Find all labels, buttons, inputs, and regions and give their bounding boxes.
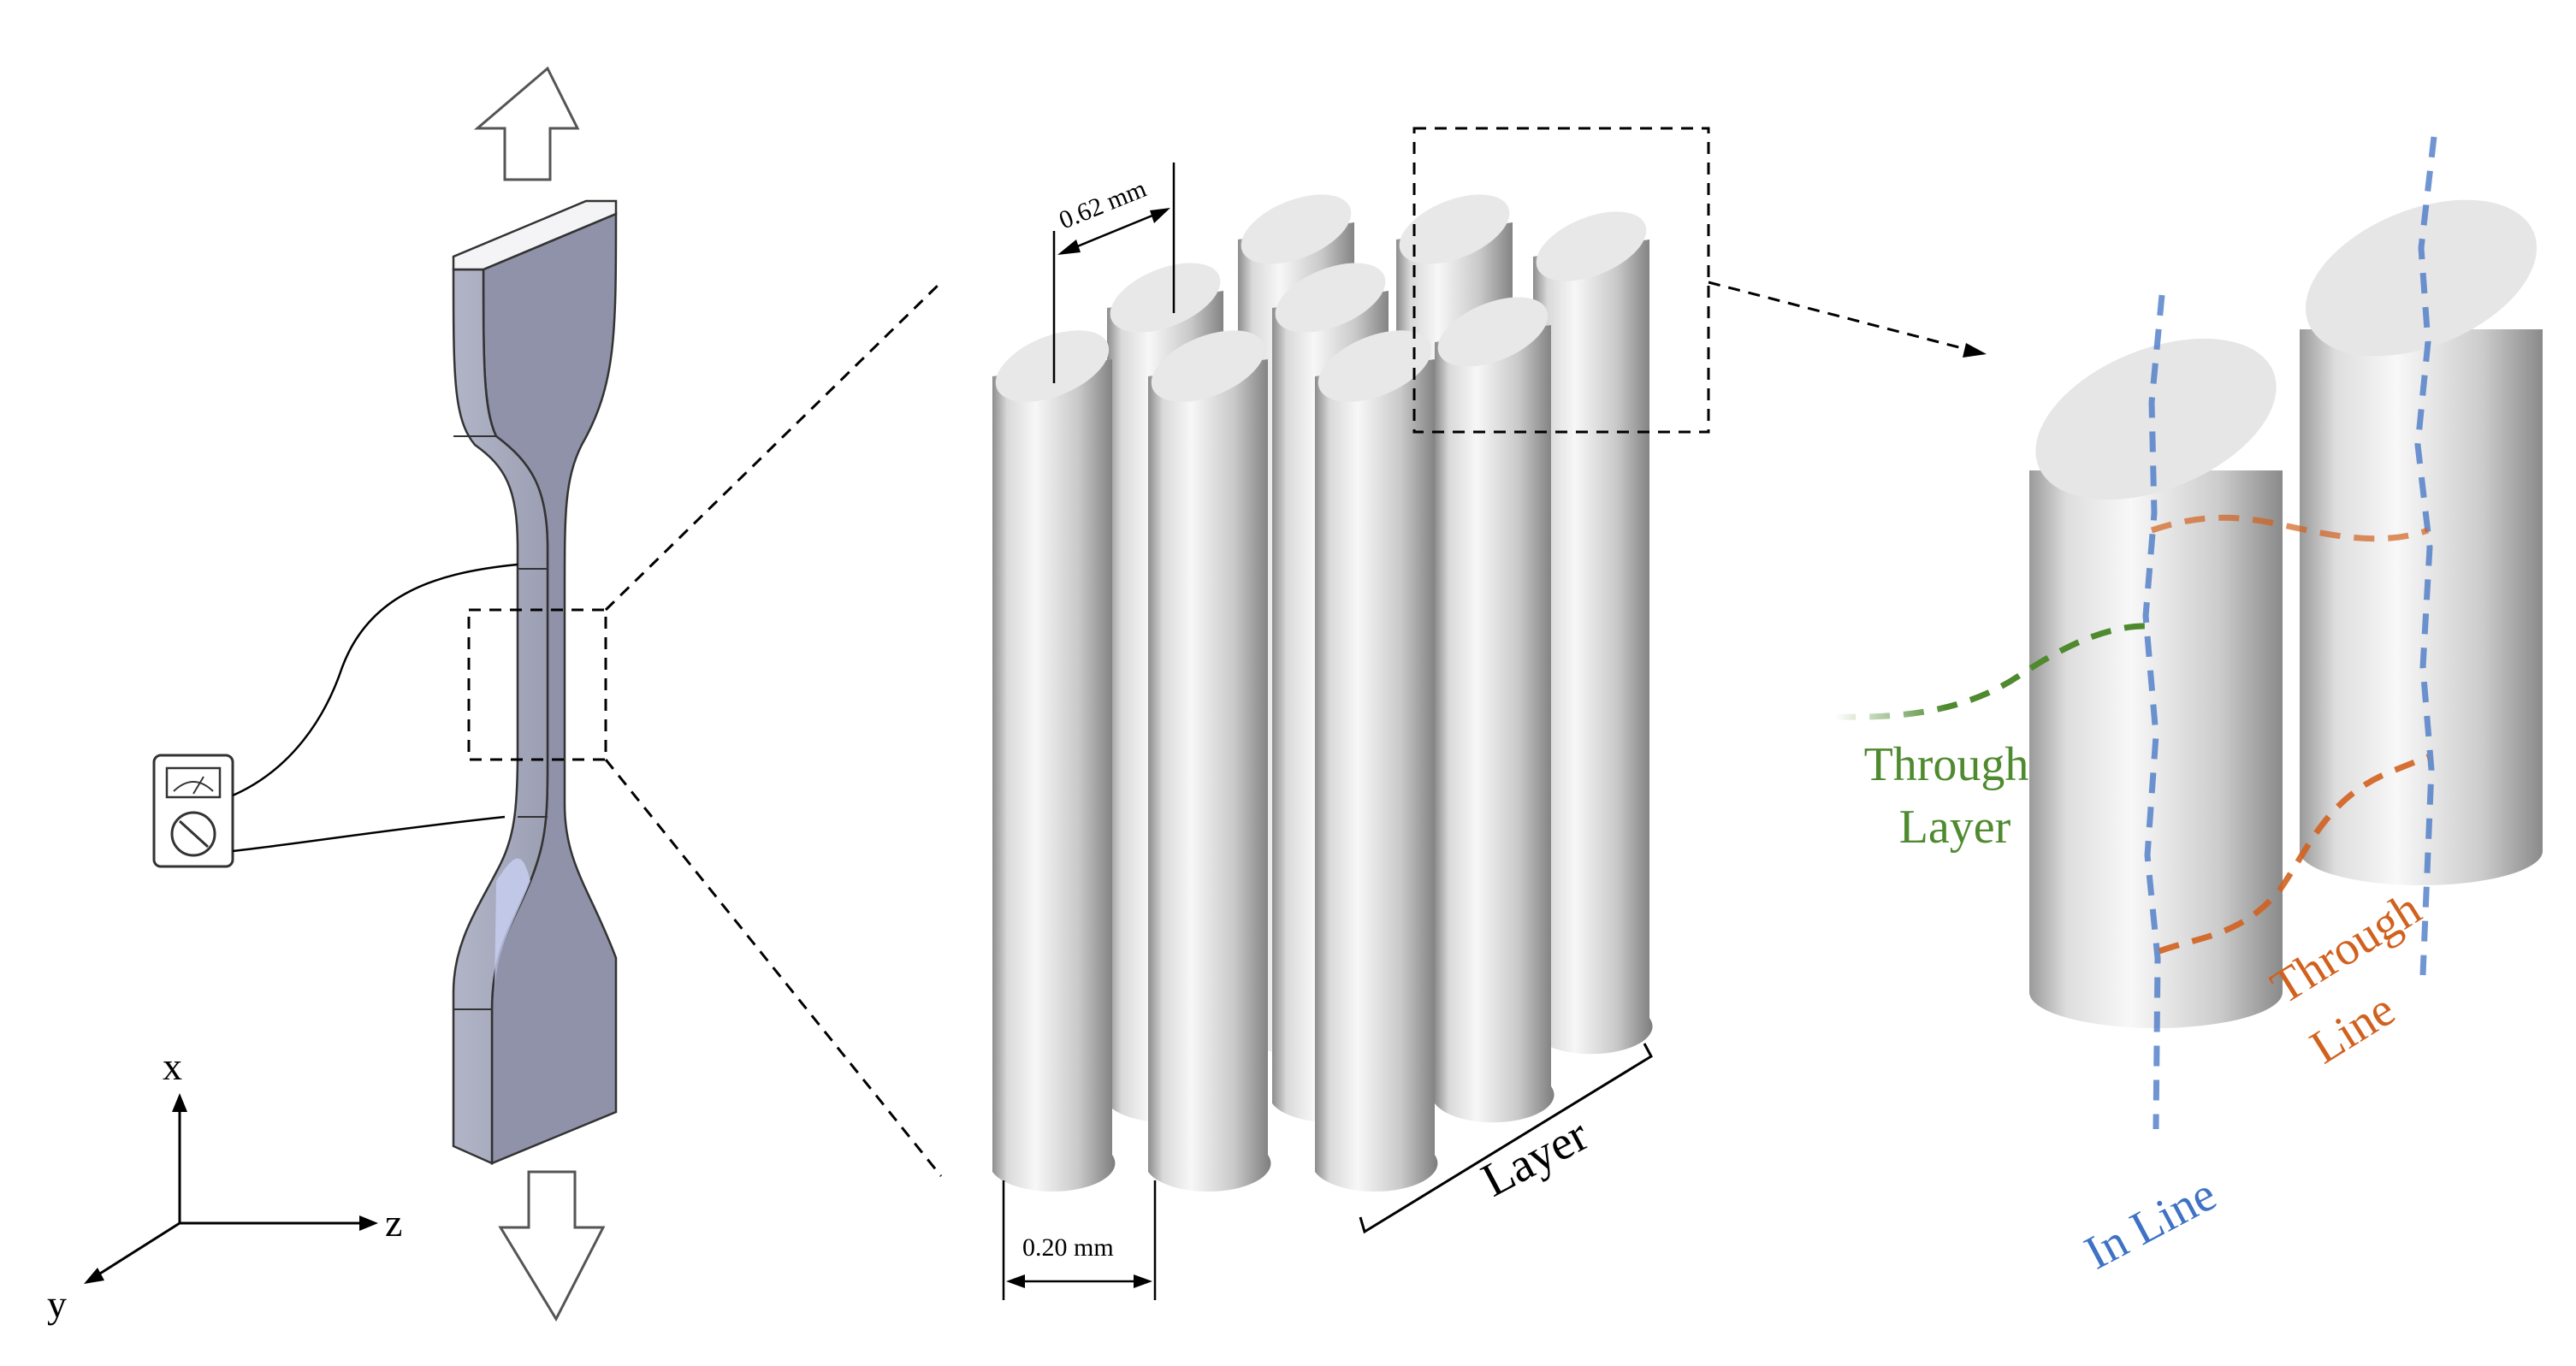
strand-front-3-top bbox=[1318, 330, 1432, 402]
through-layer-label-1: Through bbox=[1864, 738, 2029, 791]
axis-z-label: z bbox=[385, 1201, 402, 1245]
strand-mid-1-top bbox=[1110, 263, 1221, 333]
axis-x-label: x bbox=[163, 1044, 182, 1088]
strand-front-3 bbox=[1315, 330, 1438, 1192]
through-line-path bbox=[2150, 514, 2430, 955]
in-line-path bbox=[2142, 136, 2437, 1130]
strand-front-2-top bbox=[1151, 330, 1265, 402]
strand-array bbox=[992, 194, 1653, 1192]
strand-mid-3 bbox=[1435, 297, 1554, 1123]
through-line-label-1: Through bbox=[2262, 882, 2430, 1014]
zoom-line-upper bbox=[604, 281, 943, 612]
through-layer-label-2: Layer bbox=[1899, 801, 2011, 854]
strand-back-3 bbox=[1533, 211, 1653, 1055]
tensile-arrow-up-icon bbox=[473, 66, 580, 181]
spacing-line-label: 0.62 mm bbox=[1055, 174, 1150, 235]
strand-back-3-body bbox=[1533, 239, 1653, 1055]
strand-front-2 bbox=[1148, 330, 1271, 1192]
strand-mid-2-top bbox=[1275, 263, 1386, 333]
strand-detail bbox=[2029, 199, 2543, 1028]
detail-arrow bbox=[1708, 281, 1973, 352]
multimeter-icon bbox=[152, 754, 234, 868]
through-layer-path bbox=[1834, 623, 2153, 720]
layer-label: Layer bbox=[1473, 1108, 1597, 1207]
tensile-arrow-down-icon bbox=[498, 1170, 606, 1322]
dimension-line-spacing bbox=[1052, 163, 1175, 383]
strand-back-2-top bbox=[1399, 194, 1510, 264]
strand-front-1 bbox=[992, 330, 1116, 1192]
zoom-line-lower bbox=[604, 759, 943, 1177]
dimension-layer-spacing bbox=[1002, 1180, 1157, 1300]
strand-front-3-body bbox=[1315, 359, 1438, 1192]
strand-back-3-top bbox=[1536, 211, 1647, 281]
probe-wire-lower bbox=[232, 815, 506, 853]
strand-crop-box bbox=[1412, 127, 1710, 434]
strand-mid-3-top bbox=[1437, 297, 1549, 367]
strand-front-2-body bbox=[1148, 359, 1271, 1192]
strand-back-1-top bbox=[1241, 194, 1352, 264]
in-line-label: In Line bbox=[2076, 1168, 2224, 1280]
coordinate-axes bbox=[84, 1093, 378, 1284]
gauge-zoom-box bbox=[467, 608, 607, 761]
strand-mid-3-body bbox=[1435, 325, 1554, 1123]
strand-front-1-body bbox=[992, 359, 1116, 1192]
layer-bracket bbox=[1359, 1043, 1653, 1234]
tensile-specimen bbox=[452, 199, 618, 1165]
axis-y-label: y bbox=[47, 1282, 67, 1326]
spacing-layer-label: 0.20 mm bbox=[1022, 1233, 1114, 1262]
strand-front-1-top bbox=[995, 330, 1110, 402]
probe-wire-upper bbox=[232, 563, 518, 797]
